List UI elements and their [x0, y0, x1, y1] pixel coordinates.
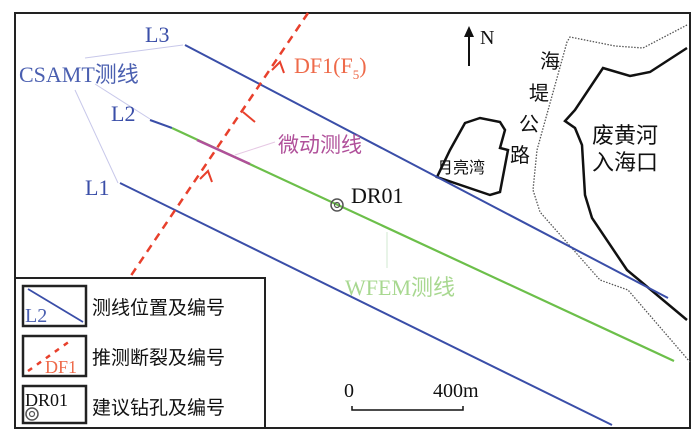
dike-road-label: 海 堤 公 路	[510, 49, 560, 167]
wfem-label: WFEM测线	[345, 275, 455, 300]
legend-sample-df1: DF1	[45, 357, 77, 377]
dike-road-char: 堤	[529, 81, 549, 105]
legend-text-fault: 推测断裂及编号	[92, 347, 225, 369]
estuary-label-2: 入海口	[592, 151, 658, 176]
moon-bay-outline	[435, 116, 510, 197]
label-l3: L3	[145, 22, 169, 47]
dike-road	[532, 24, 691, 363]
label-l2: L2	[111, 101, 135, 126]
label-l1: L1	[85, 175, 109, 200]
north-arrow-icon	[464, 26, 474, 66]
legend-borehole-swatch	[21, 384, 88, 425]
estuary-label-1: 废黄河	[592, 124, 658, 149]
legend-borehole-icon	[25, 407, 39, 421]
dike-road-char: 路	[510, 143, 530, 167]
legend-sample-dr01: DR01	[25, 390, 68, 410]
microtremor-line	[196, 138, 251, 166]
borehole-label: DR01	[351, 183, 404, 208]
survey-line-l2	[149, 119, 173, 129]
fault-label: DF1(F5)	[294, 53, 367, 82]
fault-df1	[126, 12, 310, 281]
csamt-leaders	[74, 44, 184, 184]
microtremor-leader	[234, 141, 276, 156]
wfem-line	[171, 127, 675, 362]
fault-dip-marks	[199, 60, 285, 183]
legend-sample-l2: L2	[25, 305, 47, 327]
moon-bay-label: 月亮湾	[437, 158, 485, 177]
north-label: N	[480, 27, 494, 49]
legend-text-borehole: 建议钻孔及编号	[92, 397, 225, 419]
legend: L2 测线位置及编号 DF1 推测断裂及编号 DR01 建议钻孔及编号	[14, 277, 266, 429]
scale-end: 400m	[433, 380, 479, 402]
scale-start: 0	[344, 380, 354, 402]
dike-road-char: 公	[519, 112, 539, 136]
csamt-label: CSAMT测线	[19, 62, 139, 87]
dike-road-char: 海	[540, 49, 560, 73]
survey-line-l3	[184, 44, 669, 299]
microtremor-label: 微动测线	[278, 133, 362, 157]
borehole-dr01-icon	[330, 198, 344, 212]
coastline	[563, 46, 688, 321]
legend-text-survey-line: 测线位置及编号	[92, 297, 225, 319]
scale-bar: 0 400m	[344, 380, 479, 411]
survey-line-l1	[119, 182, 613, 426]
legend-fault-swatch	[21, 334, 88, 378]
